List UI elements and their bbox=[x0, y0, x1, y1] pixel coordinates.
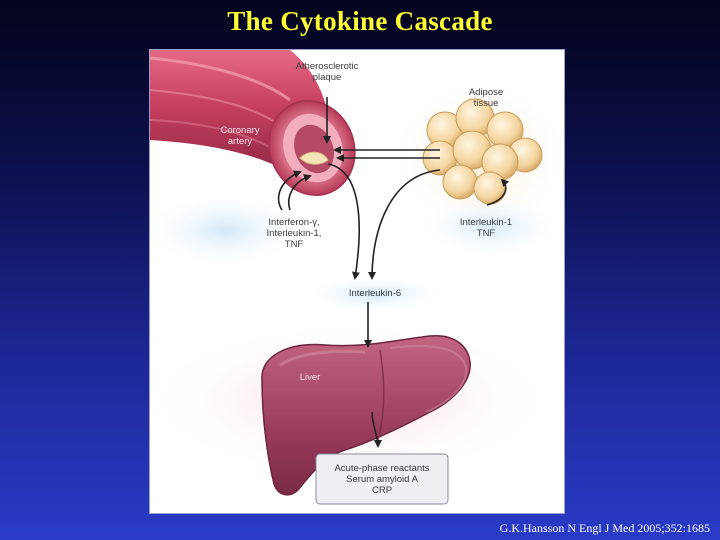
diagram-illustration bbox=[150, 50, 564, 505]
artery-label: Coronary artery bbox=[220, 125, 260, 147]
reactants-box bbox=[315, 453, 449, 505]
il6-label-halo bbox=[300, 274, 450, 314]
citation: G.K.Hansson N Engl J Med 2005;352:1685 bbox=[499, 521, 710, 535]
liver-to-reactants-arrow bbox=[371, 411, 382, 448]
liver-organ bbox=[261, 335, 471, 496]
adipose-feedback-arrow bbox=[486, 178, 510, 206]
adipose-label: Adipose tissue bbox=[468, 87, 504, 109]
interleukin-6-label: Interleukin-6 bbox=[348, 288, 402, 299]
artery-to-il6-arrow bbox=[327, 163, 360, 280]
signal-arrows bbox=[277, 97, 510, 448]
liver-label: Liver bbox=[299, 372, 321, 383]
slide-title: The Cytokine Cascade bbox=[227, 6, 493, 36]
artery-feedback-arrow-1 bbox=[277, 170, 302, 211]
coronary-artery bbox=[150, 50, 356, 196]
artery-cytokines-label: Interferon-γ, Interleukin-1, TNF bbox=[266, 217, 322, 250]
adipose-tissue bbox=[422, 98, 543, 205]
plaque-label: Atherosclerotic plaque bbox=[295, 61, 359, 83]
artery-label-halo bbox=[150, 190, 310, 270]
reactants-label: Acute-phase reactants Serum amyloid A CR… bbox=[334, 463, 430, 496]
cytokine-diagram: Atherosclerotic plaque Coronary artery A… bbox=[149, 49, 565, 514]
artery-feedback-arrow-2 bbox=[288, 174, 312, 211]
adipose-cytokines-label: Interleukin-1 TNF bbox=[459, 217, 513, 239]
adipose-to-il6-arrow bbox=[368, 169, 441, 280]
